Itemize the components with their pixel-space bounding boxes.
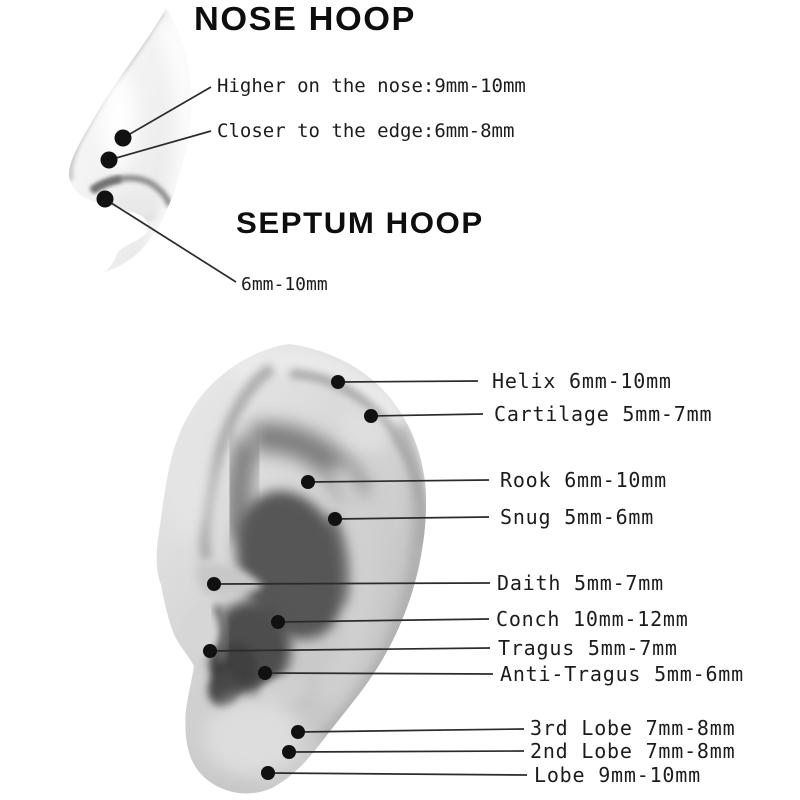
conch-leader-line [277, 618, 490, 623]
tragus-dot [203, 644, 217, 658]
ear-label-helix: Helix 6mm-10mm [492, 369, 672, 393]
lobe-leader-line [267, 772, 528, 776]
snug-dot [328, 512, 342, 526]
ear-label-daith: Daith 5mm-7mm [497, 571, 664, 595]
septum-dot [96, 190, 114, 208]
conch-dot [271, 615, 285, 629]
ear-label-anti-tragus: Anti-Tragus 5mm-6mm [500, 662, 744, 686]
third-lobe-leader-line [297, 728, 525, 733]
nose-hoop-title: NOSE HOOP [194, 0, 416, 37]
septum-hoop-title: SEPTUM HOOP [236, 207, 484, 240]
lobe-dot [261, 766, 275, 780]
septum-leader-line [104, 198, 237, 283]
closer-edge-leader-line [108, 130, 212, 161]
third-lobe-dot [291, 725, 305, 739]
ear-label-lobe: Lobe 9mm-10mm [534, 763, 701, 787]
higher-nose-dot [114, 129, 132, 147]
second-lobe-dot [282, 745, 296, 759]
ear-label-tragus: Tragus 5mm-7mm [498, 636, 678, 660]
ear-label-cartilage: Cartilage 5mm-7mm [494, 402, 713, 426]
closer-edge-dot [100, 151, 118, 169]
cartilage-dot [364, 409, 378, 423]
anti-tragus-dot [258, 666, 272, 680]
ear-label-second-lobe: 2nd Lobe 7mm-8mm [530, 739, 736, 763]
snug-leader-line [334, 516, 490, 520]
helix-dot [331, 375, 345, 389]
leader-lines [104, 86, 528, 776]
anti-tragus-leader-line [264, 672, 494, 675]
tragus-leader-line [209, 647, 491, 652]
nose-label-closer: Closer to the edge:6mm-8mm [217, 120, 515, 142]
higher-nose-leader-line [122, 86, 212, 139]
ear-label-conch: Conch 10mm-12mm [496, 607, 689, 631]
septum-size-label: 6mm-10mm [241, 274, 328, 295]
rook-leader-line [307, 479, 490, 483]
nose-label-higher: Higher on the nose:9mm-10mm [217, 75, 526, 97]
daith-dot [207, 577, 221, 591]
ear-label-snug: Snug 5mm-6mm [500, 505, 655, 529]
daith-leader-line [213, 582, 491, 585]
ear-illustration [156, 344, 427, 794]
second-lobe-leader-line [288, 750, 525, 753]
helix-leader-line [337, 380, 479, 383]
rook-dot [301, 475, 315, 489]
ear-label-third-lobe: 3rd Lobe 7mm-8mm [530, 716, 736, 740]
ear-label-rook: Rook 6mm-10mm [500, 468, 667, 492]
piercing-dots [96, 129, 378, 780]
cartilage-leader-line [370, 413, 484, 417]
